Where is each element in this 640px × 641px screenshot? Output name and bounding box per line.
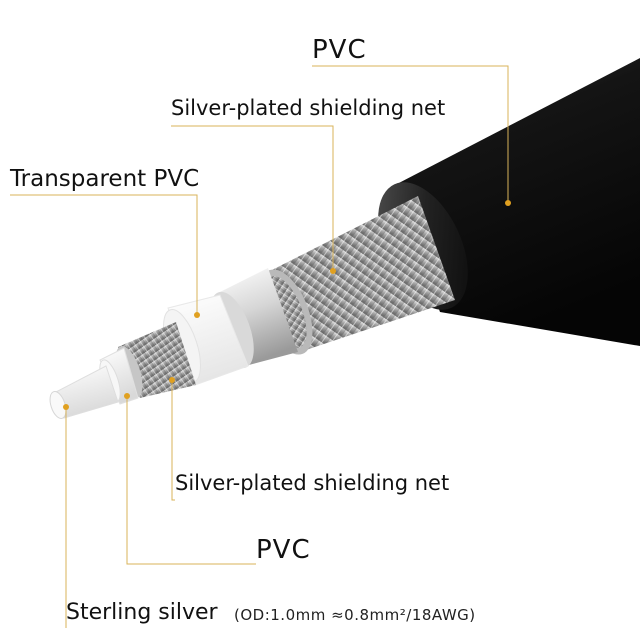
- label-conductor: Sterling silver: [66, 600, 218, 625]
- leader-lines: [10, 65, 509, 628]
- label-conductor-spec: (OD:1.0mm ≈0.8mm²/18AWG): [234, 606, 476, 624]
- dot-conductor: [63, 404, 69, 410]
- leader-line-outer-pvc: [312, 65, 509, 203]
- leader-line-transparent-pvc: [10, 194, 198, 315]
- conductor-core: [49, 365, 119, 419]
- label-inner-shielding-net: Silver-plated shielding net: [175, 471, 450, 495]
- leader-line-outer-shield: [171, 125, 334, 271]
- dot-transparent-pvc: [194, 312, 200, 318]
- dot-inner-pvc: [124, 393, 130, 399]
- label-inner-pvc: PVC: [256, 535, 311, 565]
- label-outer-pvc: PVC: [312, 35, 367, 65]
- dot-outer-pvc: [505, 200, 511, 206]
- dot-outer-shield: [330, 268, 336, 274]
- dot-inner-shield: [169, 377, 175, 383]
- leader-line-inner-pvc: [126, 396, 256, 565]
- leader-line-inner-shield: [171, 380, 175, 501]
- leader-dots: [63, 200, 511, 410]
- label-transparent-pvc: Transparent PVC: [10, 166, 200, 192]
- label-outer-shielding-net: Silver-plated shielding net: [171, 96, 446, 120]
